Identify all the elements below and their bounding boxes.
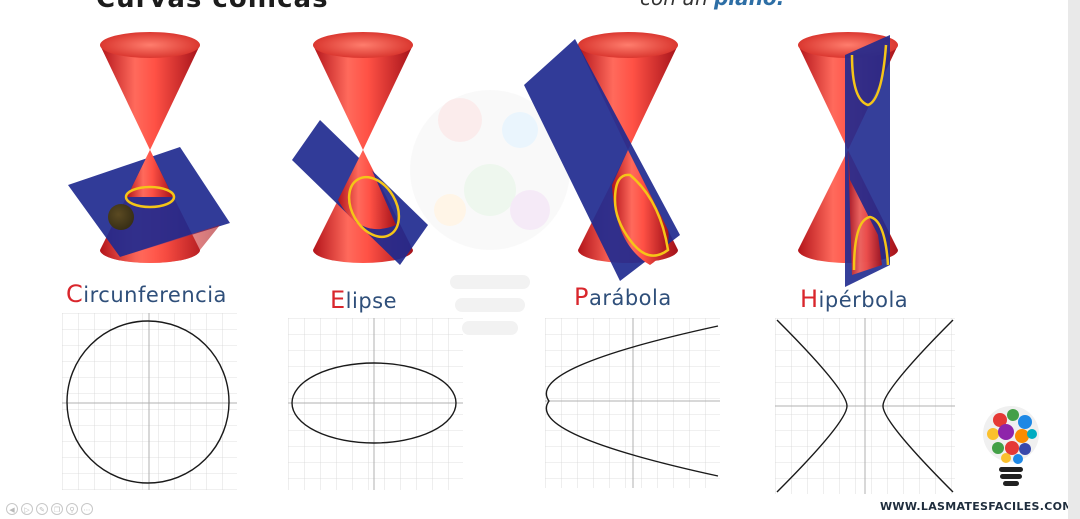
label-hyperbola-rest: ipérbola [818, 288, 909, 312]
back-icon[interactable]: ◀ [6, 503, 18, 515]
graph-parabola [545, 318, 720, 488]
presentation-controls: ◀ ▷ ✎ ❐ ⚲ ⋯ [6, 503, 93, 517]
label-circle-rest: ircunferencia [83, 283, 227, 307]
window-edge [1068, 0, 1080, 519]
background-watermark [410, 90, 570, 335]
label-hyperbola: Hipérbola [800, 285, 908, 313]
site-url: WWW.LASMATESFACILES.COM [880, 500, 1074, 513]
play-icon[interactable]: ▷ [21, 503, 33, 515]
label-parabola: Parábola [574, 283, 672, 311]
subtitle-highlight: plano. [714, 0, 784, 10]
label-ellipse: Elipse [330, 286, 397, 314]
cone-circle [68, 32, 230, 263]
page-title: Curvas cónicas [96, 0, 329, 14]
label-parabola-initial: P [574, 283, 589, 311]
mouse-cursor-icon [108, 204, 134, 230]
graph-hyperbola [775, 318, 955, 494]
cone-ellipse [292, 32, 428, 265]
cone-parabola [524, 32, 680, 281]
graph-circle [62, 313, 237, 490]
label-circle-initial: C [66, 280, 84, 308]
subtitle-prefix: con un [640, 0, 708, 10]
more-icon[interactable]: ⋯ [81, 503, 93, 515]
cone-hyperbola [798, 32, 898, 287]
graph-ellipse [288, 318, 463, 490]
page-subtitle: con un plano. [640, 0, 784, 10]
zoom-icon[interactable]: ⚲ [66, 503, 78, 515]
label-parabola-rest: arábola [588, 286, 672, 310]
label-circle: Circunferencia [66, 280, 227, 308]
label-ellipse-initial: E [330, 286, 346, 314]
copy-icon[interactable]: ❐ [51, 503, 63, 515]
lightbulb-logo-icon [983, 406, 1039, 486]
label-hyperbola-initial: H [800, 285, 819, 313]
pen-icon[interactable]: ✎ [36, 503, 48, 515]
label-ellipse-rest: lipse [345, 289, 398, 313]
